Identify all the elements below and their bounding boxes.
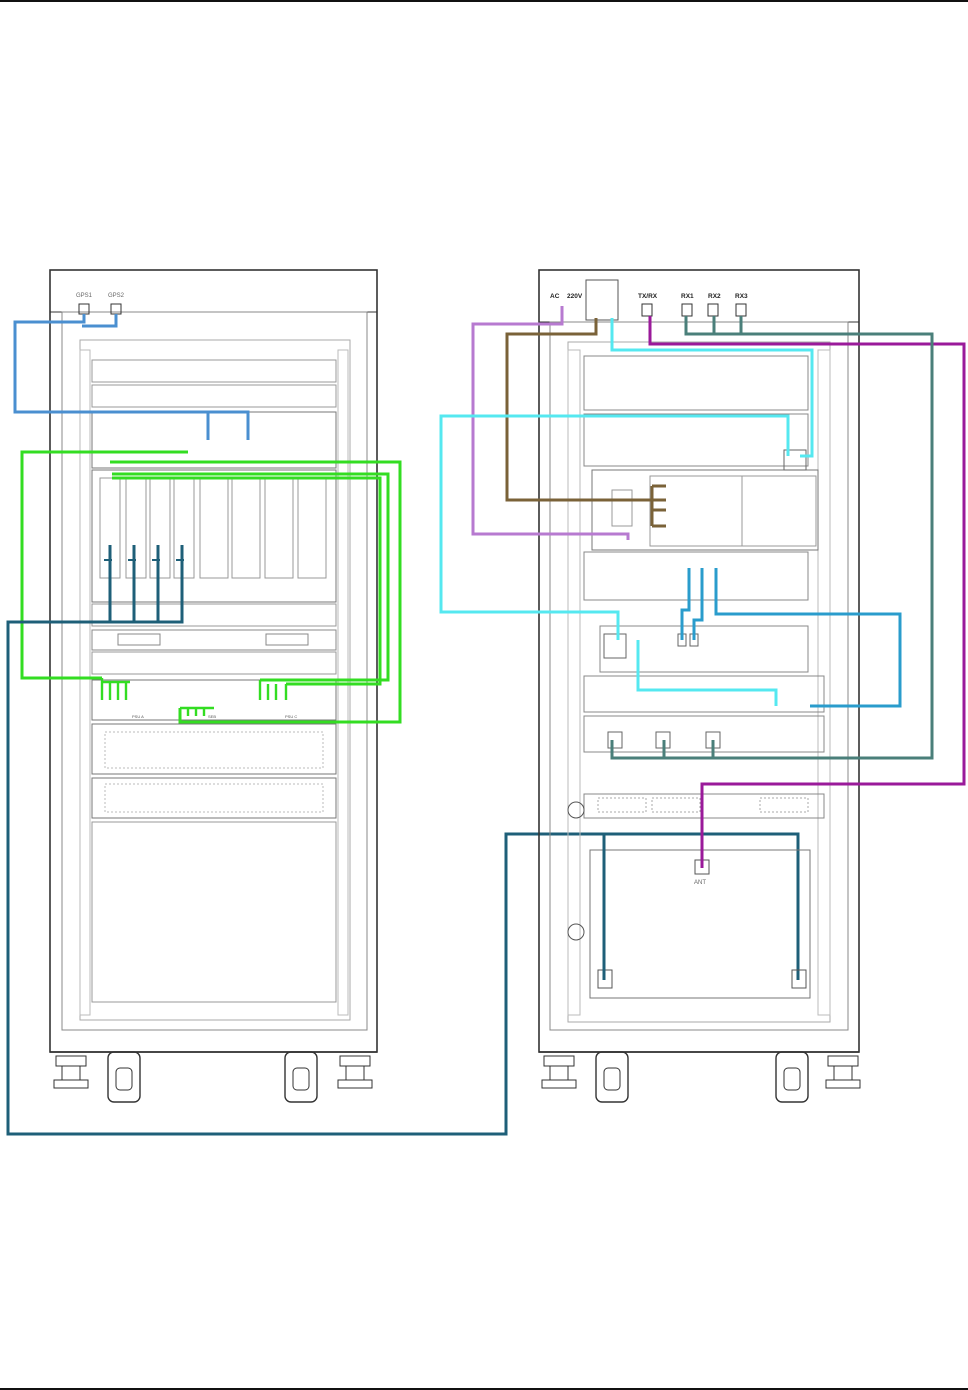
left-cabinet [50,270,377,1102]
psu-a-label: PSU A [132,714,144,719]
cyan-cable-top [612,318,812,456]
cyan-cable-long [441,416,788,640]
green-cable-outer [22,452,188,678]
gps-cable-2 [82,314,116,326]
220v-label: 220V [567,293,583,300]
green-cable-right-b [112,474,388,680]
txrx-label: TX/RX [638,293,658,300]
220v-cable-branches [652,486,666,526]
green-drops-right [260,680,286,700]
blue-cable-2 [694,568,702,640]
gps2-label: GPS2 [108,293,125,299]
rx1-label: RX1 [681,293,694,300]
green-drops-left [102,678,130,700]
gps1-label: GPS1 [76,293,93,299]
ac-label: AC [550,293,560,300]
seb-label: SEB [208,714,216,719]
ant-label: ANT [694,880,706,886]
rx2-label: RX2 [708,293,721,300]
teal-board-cable-1 [8,545,798,1134]
rx-cable-bundle [612,316,932,758]
green-cable-right-c [112,478,380,684]
cyan-cable-lower [638,640,776,706]
blue-cable-1 [682,568,689,640]
rx3-label: RX3 [735,293,748,300]
psu-c-label: PSU C [285,714,297,719]
txrx-antenna-cable [650,316,964,868]
rx-cable-drops [664,316,741,758]
220v-cable-main [507,318,666,500]
